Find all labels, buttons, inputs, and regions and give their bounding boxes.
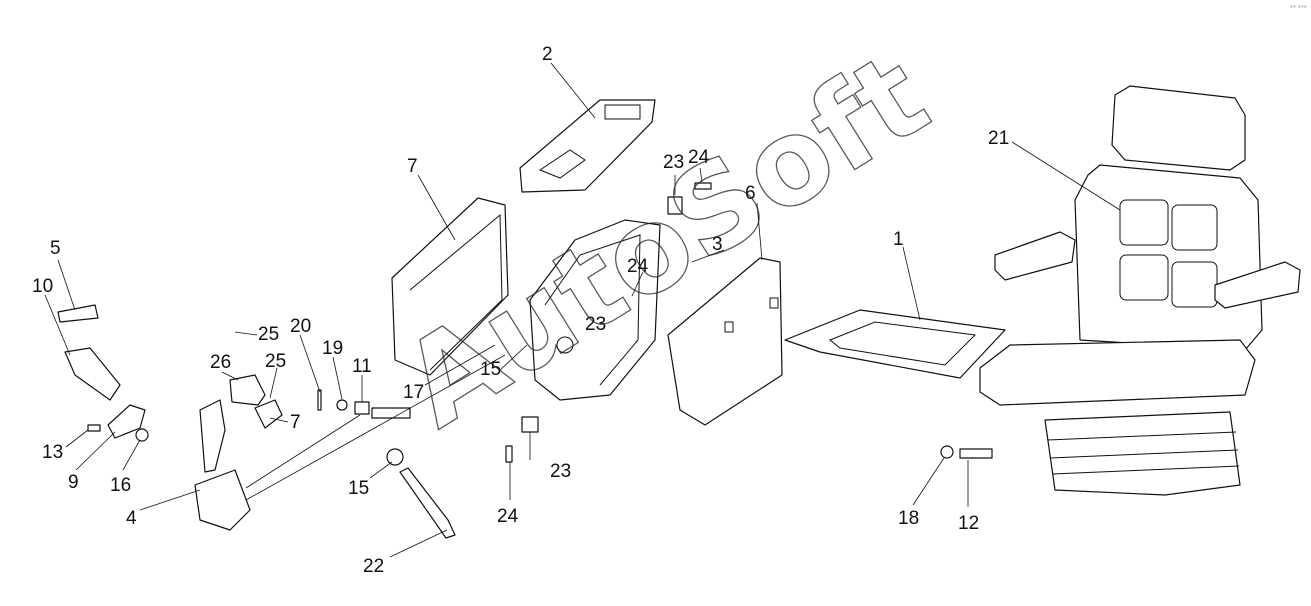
callout-23: 23 [550,461,571,482]
console-top-cover [519,99,656,193]
callout-labels: 2 23 24 7 6 3 21 1 24 5 10 25 20 19 11 2… [32,44,1009,577]
right-side-panel [667,257,783,426]
small-hardware [87,182,993,539]
callout-13: 13 [42,442,63,463]
callout-25: 25 [265,351,286,372]
callout-15: 15 [480,359,501,380]
callout-15: 15 [348,478,369,499]
callout-2: 2 [542,44,553,65]
callout-19: 19 [322,338,343,359]
callout-21: 21 [988,128,1009,149]
callout-23: 23 [663,152,684,173]
callout-4: 4 [126,508,137,529]
callout-12: 12 [958,513,979,534]
operator-seat [979,85,1301,496]
callout-17: 17 [403,382,424,403]
callout-18: 18 [898,508,919,529]
console-housing [529,219,661,401]
callout-10: 10 [32,276,53,297]
callout-3: 3 [712,234,723,255]
callout-24: 24 [688,147,710,168]
callout-7: 7 [290,412,301,433]
left-side-panel [391,197,509,376]
corner-mark: °° °°° [1290,5,1307,12]
callout-9: 9 [68,472,79,493]
lever-assembly [57,304,283,531]
callout-22: 22 [363,556,384,577]
callout-11: 11 [352,356,372,377]
callout-6: 6 [745,183,756,204]
callout-5: 5 [50,238,61,259]
callout-16: 16 [110,475,131,496]
callout-20: 20 [290,316,311,337]
callout-1: 1 [893,229,904,250]
callout-25: 25 [258,324,279,345]
callout-26: 26 [210,352,231,373]
leader-lines [44,62,1121,558]
callout-23: 23 [585,314,606,335]
callout-24: 24 [627,256,649,277]
callout-7: 7 [407,156,418,177]
mounting-plate [784,309,1006,379]
callout-24: 24 [497,506,519,527]
